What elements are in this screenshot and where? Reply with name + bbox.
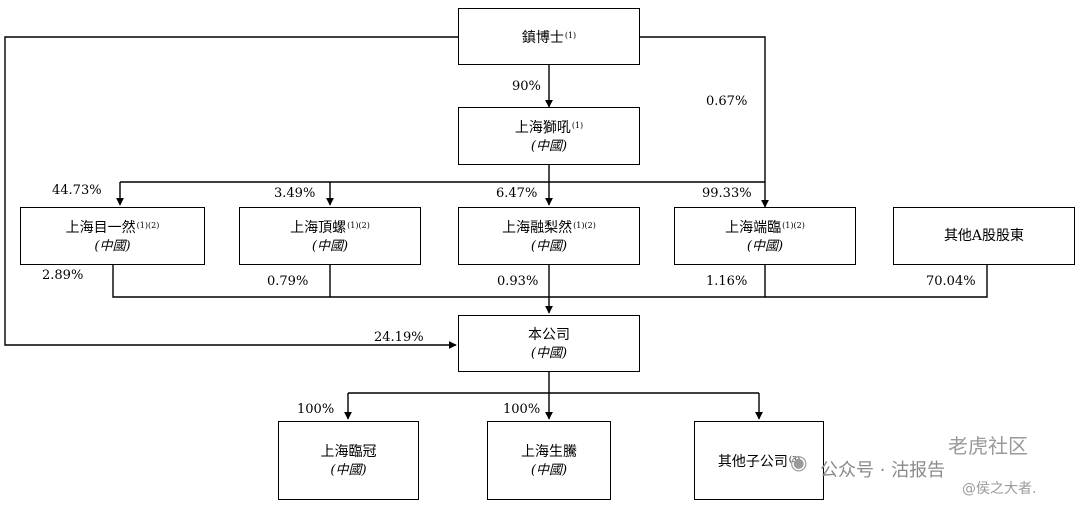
entity-name: 本公司 <box>528 326 570 343</box>
pct-zhenboshi-duanlin: 0.67% <box>706 94 748 109</box>
entity-name: 其他A股股東 <box>943 228 1025 244</box>
pct-shihou-duanlin: 99.33% <box>702 186 752 201</box>
pct-rongliran-company: 0.93% <box>497 274 539 289</box>
pct-zhenboshi-company: 24.19% <box>374 330 424 345</box>
entity-name: 上海獅吼(1) <box>514 120 584 136</box>
pct-dingluo-company: 0.79% <box>267 274 309 289</box>
watermark-account: 公众号 · 沽报告 <box>820 460 946 481</box>
watermark-community: 老虎社区 <box>948 434 1028 458</box>
pct-other-a-company: 70.04% <box>926 274 976 289</box>
entity-shanghai-duanlin: 上海端臨(1)(2) (中國) <box>674 207 856 265</box>
entity-jurisdiction: (中國) <box>94 239 131 254</box>
entity-shanghai-shihou: 上海獅吼(1) (中國) <box>458 107 640 165</box>
entity-name: 上海融梨然(1)(2) <box>502 220 596 236</box>
watermark-wechat-icon: ◉ <box>790 450 808 474</box>
entity-name: 上海頂螺(1)(2) <box>290 220 370 236</box>
entity-jurisdiction: (中國) <box>530 239 568 254</box>
pct-company-shengteng: 100% <box>503 402 541 417</box>
entity-jurisdiction: (中國) <box>530 139 568 154</box>
entity-other-subsidiaries: 其他子公司(3) <box>694 421 824 500</box>
pct-duanlin-company: 1.16% <box>706 274 748 289</box>
entity-zhenboshi: 鎮博士(1) <box>458 8 640 65</box>
edge-zhenboshi-duanlin <box>640 36 769 208</box>
entity-jurisdiction: (中國) <box>530 345 568 361</box>
entity-shanghai-shengteng: 上海生騰 (中國) <box>487 421 611 500</box>
entity-name: 上海臨冠 <box>320 443 377 460</box>
entity-shanghai-rongliran: 上海融梨然(1)(2) (中國) <box>458 207 640 265</box>
entity-company: 本公司 (中國) <box>458 315 640 372</box>
entity-name: 上海端臨(1)(2) <box>725 220 805 236</box>
entity-jurisdiction: (中國) <box>330 462 367 478</box>
entity-shanghai-dingluo: 上海頂螺(1)(2) (中國) <box>239 207 421 265</box>
pct-zhenboshi-shihou: 90% <box>512 79 541 94</box>
entity-name: 其他子公司(3) <box>717 453 801 470</box>
entity-name: 上海生騰 <box>521 443 577 460</box>
entity-name: 鎮博士(1) <box>521 29 577 46</box>
entity-other-a-shareholders: 其他A股股東 <box>893 207 1075 265</box>
pct-company-linguan: 100% <box>297 402 335 417</box>
edge-muyiran-company <box>112 265 549 298</box>
edge-other-a-company <box>765 265 988 298</box>
entity-jurisdiction: (中國) <box>530 462 568 478</box>
pct-shihou-rongliran: 6.47% <box>496 186 538 201</box>
entity-jurisdiction: (中國) <box>311 239 349 254</box>
pct-shihou-muyiran: 44.73% <box>52 183 102 198</box>
entity-shanghai-linguan: 上海臨冠 (中國) <box>278 421 419 500</box>
watermark-author: @侯之大者. <box>962 481 1037 497</box>
pct-muyiran-company: 2.89% <box>42 268 84 283</box>
edge-zhenboshi-company <box>4 36 458 349</box>
entity-jurisdiction: (中國) <box>746 239 784 254</box>
entity-shanghai-muyiran: 上海目一然(1)(2) (中國) <box>20 207 205 265</box>
pct-shihou-dingluo: 3.49% <box>274 186 316 201</box>
entity-name: 上海目一然(1)(2) <box>65 220 160 236</box>
